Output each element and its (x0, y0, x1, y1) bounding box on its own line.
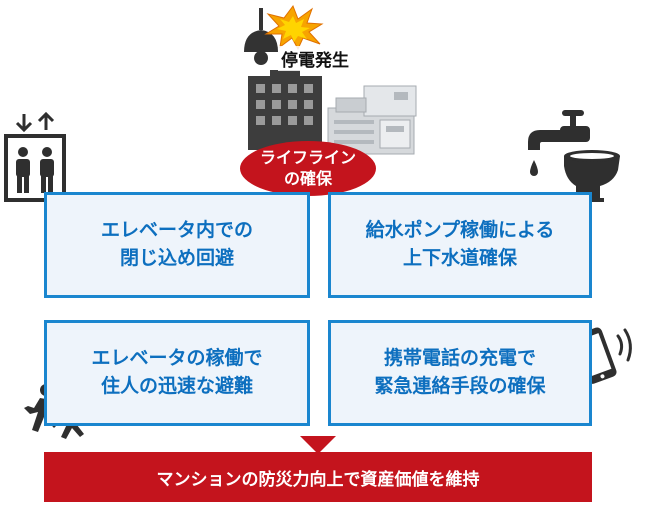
faucet-icon (528, 110, 590, 176)
lifeline-badge: ライフライン の確保 (240, 141, 376, 196)
box-line: エレベータ内での (100, 219, 253, 242)
box-line: エレベータの稼働で (91, 347, 263, 370)
box-phone-charging: 携帯電話の充電で 緊急連絡手段の確保 (328, 320, 592, 426)
box-line: 緊急連絡手段の確保 (374, 375, 546, 397)
box-line: 住人の迅速な避難 (100, 375, 253, 397)
box-line: 閉じ込め回避 (119, 247, 234, 269)
box-line: 給水ポンプ稼働による (365, 219, 555, 242)
box-elevator-entrapment: エレベータ内での 閉じ込め回避 (44, 192, 310, 298)
box-line: 携帯電話の充電で (383, 347, 536, 370)
badge-line2: の確保 (283, 168, 332, 188)
box-line: 上下水道確保 (402, 247, 517, 269)
lamp-icon (244, 8, 278, 65)
explosion-icon (264, 4, 324, 50)
badge-line1: ライフライン (259, 147, 356, 167)
conclusion-banner: マンションの防災力向上で資産価値を維持 (44, 452, 592, 502)
down-arrow-icon (300, 436, 336, 454)
elevator-icon (4, 112, 66, 202)
building-icon (248, 70, 322, 150)
outage-label: 停電発生 (278, 46, 352, 71)
generator-icon (327, 85, 417, 155)
box-water-pump: 給水ポンプ稼働による 上下水道確保 (328, 192, 592, 298)
box-evacuation: エレベータの稼働で 住人の迅速な避難 (44, 320, 310, 426)
